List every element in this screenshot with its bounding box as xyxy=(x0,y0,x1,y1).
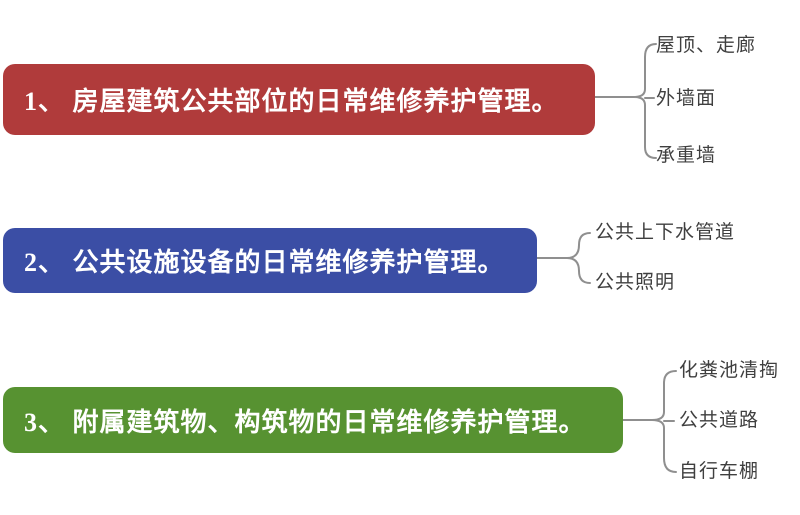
branch-1-load-bearing-wall: 承重墙 xyxy=(656,145,717,166)
topic-box-3: 3、 附属建筑物、构筑物的日常维修养护管理。 xyxy=(3,387,623,453)
branch-1-exterior-wall: 外墙面 xyxy=(656,88,717,109)
branch-3-public-road: 公共道路 xyxy=(679,410,760,431)
topic-3-label: 3、 附属建筑物、构筑物的日常维修养护管理。 xyxy=(24,407,586,437)
branch-3-bicycle-shed: 自行车棚 xyxy=(679,461,760,482)
branch-2-public-lighting: 公共照明 xyxy=(595,272,676,293)
connector-2-brace xyxy=(566,232,591,284)
topic-2-label: 2、 公共设施设备的日常维修养护管理。 xyxy=(24,248,505,277)
topic-1-label: 1、 房屋建筑公共部位的日常维修养护管理。 xyxy=(24,87,559,116)
branch-3-septic-tank: 化粪池清掏 xyxy=(679,360,780,381)
connector-1-brace xyxy=(633,43,657,159)
topic-box-1: 1、 房屋建筑公共部位的日常维修养护管理。 xyxy=(3,64,595,135)
topic-box-2: 2、 公共设施设备的日常维修养护管理。 xyxy=(3,228,537,293)
connector-3-brace xyxy=(651,370,677,473)
branch-1-roof-corridor: 屋顶、走廊 xyxy=(656,35,757,56)
branch-2-water-pipes: 公共上下水管道 xyxy=(595,222,736,243)
